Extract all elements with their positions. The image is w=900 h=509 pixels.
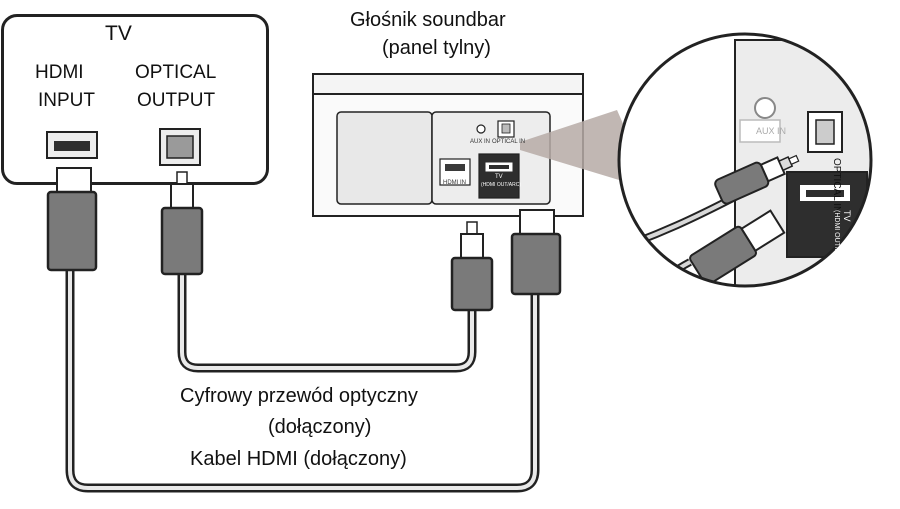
zoom-tv-sublabel: (HDMI OUT/ARC) <box>833 210 840 266</box>
hdmi-cable-label: Kabel HDMI (dołączony) <box>190 448 407 470</box>
tv-optical-label-line1: OPTICAL <box>135 62 217 83</box>
optical-cable-label-line1: Cyfrowy przewód optyczny <box>180 385 418 407</box>
soundbar-aux-in-label: AUX IN <box>470 139 491 145</box>
zoom-aux-in-label: AUX IN <box>756 126 787 136</box>
aux-in-port <box>476 124 486 134</box>
soundbar-optical-in-label: OPTICAL IN <box>492 139 526 145</box>
hdmi-cable <box>46 167 562 493</box>
soundbar-tv-sublabel: (HDMI OUT/ARC) <box>481 182 521 188</box>
soundbar-tv-label: TV <box>495 174 503 180</box>
tv-outline <box>1 14 269 185</box>
tv-title: TV <box>105 22 132 45</box>
zoom-tv-label: TV <box>842 210 852 222</box>
zoom-optical-in-label: OPTICAL IN <box>831 158 842 214</box>
tv-optical-port <box>159 128 201 166</box>
tv-hdmi-label-line1: HDMI <box>35 62 84 83</box>
soundbar-title-line1: Głośnik soundbar <box>350 9 506 31</box>
tv-hdmi-out-port <box>478 153 520 199</box>
hdmi-in-port <box>439 158 471 186</box>
soundbar-hdmi-in-label: HDMI IN <box>443 180 466 186</box>
optical-cable <box>160 171 494 373</box>
tv-hdmi-label-line2: INPUT <box>38 90 95 111</box>
zoom-inset <box>617 32 873 288</box>
tv-hdmi-port <box>46 131 98 159</box>
optical-cable-label-line2: (dołączony) <box>268 416 372 438</box>
tv-optical-label-line2: OUTPUT <box>137 90 216 111</box>
soundbar-title-line2: (panel tylny) <box>382 37 491 59</box>
